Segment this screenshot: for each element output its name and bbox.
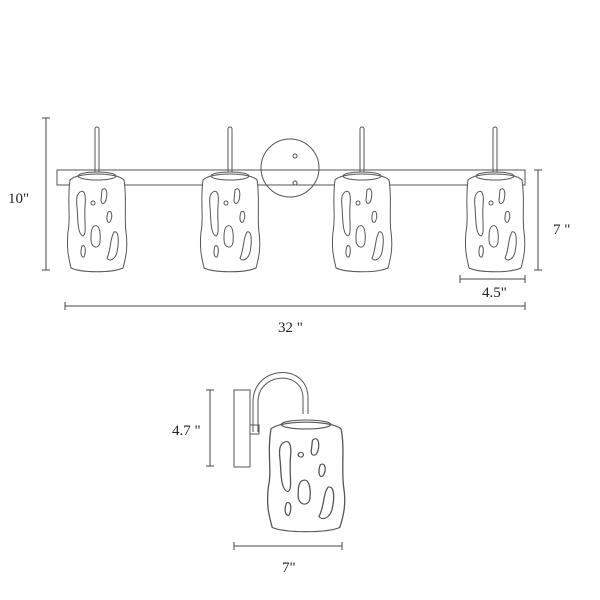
canopy-screw bbox=[292, 153, 298, 159]
glass-shade-2 bbox=[199, 171, 261, 273]
canopy-screw bbox=[292, 180, 298, 186]
shade-width-label: 4.5" bbox=[482, 285, 507, 301]
side-depth-label: 7" bbox=[282, 560, 296, 576]
total-width-label: 32 " bbox=[278, 320, 303, 336]
side-view: 4.7 " 7" bbox=[172, 372, 346, 576]
height-label: 10" bbox=[8, 191, 29, 207]
canopy-plate bbox=[260, 138, 320, 198]
shade-height-dimension-line bbox=[534, 169, 542, 271]
backplate-bar bbox=[56, 169, 526, 186]
arm-connector bbox=[249, 424, 260, 435]
total-width-dimension-line bbox=[64, 302, 526, 310]
wall-plate bbox=[233, 389, 251, 468]
side-height-label: 4.7 " bbox=[172, 423, 201, 439]
glass-shade-1 bbox=[66, 171, 128, 273]
side-glass-shade bbox=[266, 419, 346, 533]
shade-width-dimension-line bbox=[459, 275, 526, 283]
side-depth-dimension-line bbox=[233, 542, 343, 550]
curved-arm bbox=[252, 372, 309, 432]
glass-shade-4 bbox=[464, 171, 526, 273]
front-view: 10" 7 " 4.5" 32 " bbox=[8, 117, 570, 336]
glass-shade-3 bbox=[331, 171, 393, 273]
side-height-dimension-line bbox=[206, 389, 214, 467]
arm-stems bbox=[94, 126, 498, 176]
shade-height-label: 7 " bbox=[553, 222, 570, 238]
height-dimension-line bbox=[42, 117, 50, 271]
